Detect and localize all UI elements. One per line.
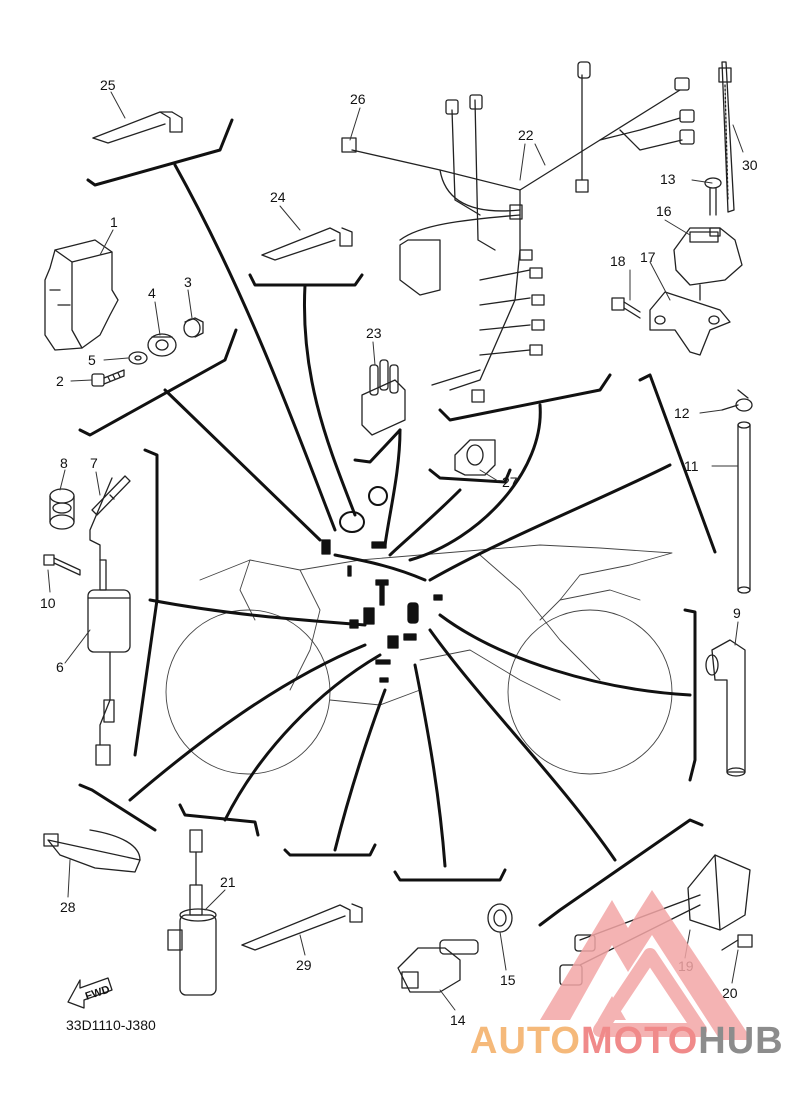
callout-16: 16: [656, 203, 672, 219]
part-20-bolt: [721, 934, 753, 951]
callout-26: 26: [350, 91, 366, 107]
group-brackets: [78, 118, 717, 927]
callout-23: 23: [366, 325, 382, 341]
part-12-clamp: [721, 389, 753, 412]
part-14-temp-sensor: [397, 939, 479, 993]
part-17-bracket: [649, 291, 731, 356]
callout-labels: 1 2 3 4 5 6 7 8 9 10 11 12 13 14 15 16 1…: [40, 77, 758, 1028]
part-21-condenser: [167, 829, 217, 996]
part-7-plug-cap: [91, 475, 131, 516]
callout-29: 29: [296, 957, 312, 973]
callout-24: 24: [270, 189, 286, 205]
part-28-band: [43, 829, 141, 873]
callout-27: 27: [502, 474, 518, 490]
part-13-screw: [704, 177, 722, 216]
callout-17: 17: [640, 249, 656, 265]
callout-1: 1: [110, 214, 118, 230]
part-29-cable-tie: [241, 903, 363, 951]
motorcycle-silhouette: [165, 544, 673, 775]
center-cluster: [321, 486, 443, 683]
part-23-coupler: [361, 359, 406, 436]
callout-22: 22: [518, 127, 534, 143]
callout-21: 21: [220, 874, 236, 890]
callout-28: 28: [60, 899, 76, 915]
part-26-band: [341, 137, 357, 153]
callout-14: 14: [450, 1012, 466, 1028]
callout-5: 5: [88, 352, 96, 368]
callout-13: 13: [660, 171, 676, 187]
callout-leaders: [47, 91, 744, 1011]
callout-3: 3: [184, 274, 192, 290]
part-11-hose: [737, 421, 751, 594]
part-22-wire-harness: [351, 61, 695, 403]
part-9-plug-boot: [705, 639, 746, 777]
callout-7: 7: [90, 455, 98, 471]
part-3-collar: [183, 317, 204, 338]
part-15-washer: [487, 903, 513, 933]
part-8-grommet: [49, 488, 75, 530]
part-30-cable-tie: [718, 61, 735, 213]
fwd-arrow-icon: FWD: [67, 977, 113, 1009]
part-18-bolt: [611, 297, 641, 319]
part-2-bolt: [91, 369, 125, 387]
callout-15: 15: [500, 972, 516, 988]
part-5-washer: [128, 351, 148, 365]
callout-8: 8: [60, 455, 68, 471]
part-25-cable-tie: [92, 111, 183, 144]
part-6-ignition-coil: [87, 477, 131, 766]
part-code: 33D1110-J380: [66, 1017, 156, 1033]
callout-6: 6: [56, 659, 64, 675]
part-16-sensor: [673, 227, 743, 301]
callout-11: 11: [684, 458, 699, 474]
callout-2: 2: [56, 373, 64, 389]
watermark-moto: MOTO: [580, 1020, 699, 1062]
callout-9: 9: [733, 605, 741, 621]
watermark-auto: AUTO: [470, 1020, 581, 1062]
part-1-cdi-unit: [44, 239, 119, 351]
callout-30: 30: [742, 157, 758, 173]
callout-4: 4: [148, 285, 156, 301]
part-24-cable-tie: [261, 227, 353, 261]
callout-12: 12: [674, 405, 690, 421]
part-10-bolt: [43, 554, 81, 576]
callout-20: 20: [722, 985, 738, 1001]
callout-10: 10: [40, 595, 56, 611]
part-27-holder: [454, 439, 496, 476]
callout-25: 25: [100, 77, 116, 93]
watermark-logo: [540, 890, 752, 1040]
callout-18: 18: [610, 253, 626, 269]
leader-lines: [128, 163, 692, 868]
watermark-text: AUTOMOTOHUB: [470, 1020, 784, 1063]
watermark-hub: HUB: [698, 1020, 784, 1062]
part-4-damper: [147, 333, 177, 357]
